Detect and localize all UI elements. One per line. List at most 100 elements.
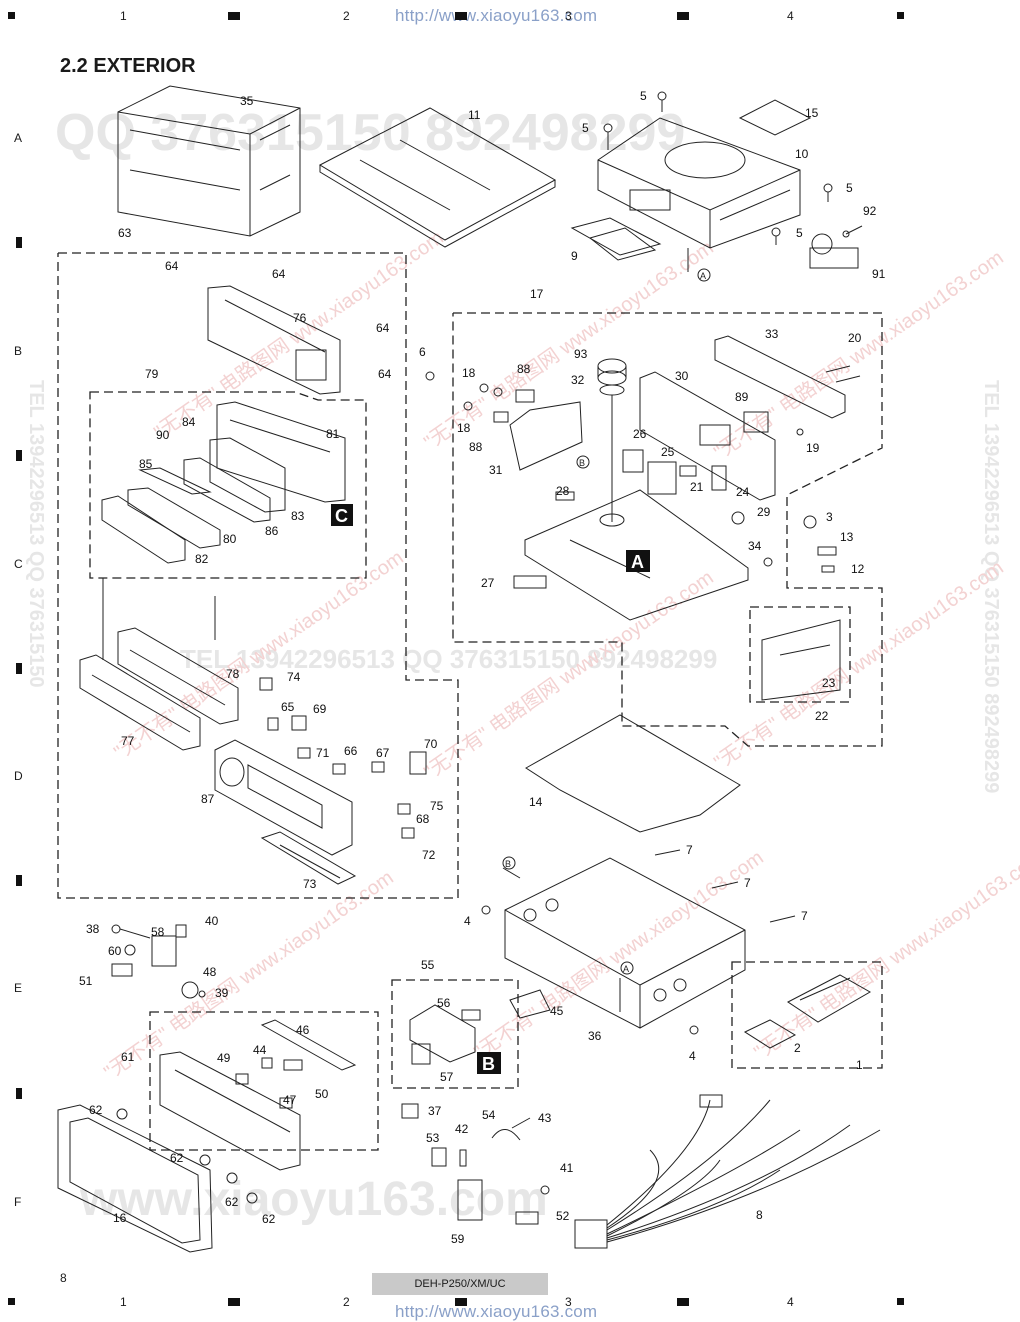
page-number: 8 [60,1271,67,1285]
callout-28: 28 [556,484,570,498]
callout-39: 39 [215,986,229,1000]
register-mark [455,12,467,20]
part-21 [679,465,697,477]
part-1-remote [787,974,872,1023]
part-93-knob [597,358,627,527]
part-44 [261,1057,273,1069]
part-30-bracket [639,371,776,501]
part-85 [138,467,212,495]
watermark-cn-1: "无不有" 电路图网 www.xiaoyu163.com [150,226,448,444]
callout-62: 62 [225,1195,239,1209]
callout-9: 9 [571,249,578,263]
part-87-front-panel [214,739,353,856]
row-marker-c: C [14,557,23,571]
callout-76: 76 [293,311,307,325]
callout-34: 34 [748,539,762,553]
callout-87: 87 [201,792,215,806]
callout-44: 44 [253,1043,267,1057]
column-marker-3: 3 [565,9,572,23]
group-1-outline [731,961,883,1069]
callout-7: 7 [686,843,693,857]
callout-80: 80 [223,532,237,546]
callout-71: 71 [316,746,330,760]
callout-84: 84 [182,415,196,429]
callout-53: 53 [426,1131,440,1145]
callout-43: 43 [538,1111,552,1125]
callout-91: 91 [872,267,886,281]
parts-37-59 [401,1103,550,1225]
callout-15: 15 [805,106,819,120]
watermark-cn-9: "无不有" 电路图网 www.xiaoyu163.com [750,846,1020,1064]
group-label-c-box [331,504,353,526]
callout-67: 67 [376,746,390,760]
group-22-outline [749,606,851,703]
callout-63: 63 [118,226,132,240]
model-number: DEH-P250/XM/UC [372,1273,548,1295]
group-label-a: A [631,552,644,572]
register-mark [228,12,240,20]
callout-35: 35 [240,94,254,108]
part-24 [711,465,727,491]
callout-66: 66 [344,744,358,758]
watermark-cn-8: "无不有" 电路图网 www.xiaoyu163.com [470,846,768,1064]
row-marker-b: B [14,344,23,358]
row-marker-f: F [14,1195,22,1209]
callout-46: 46 [296,1023,310,1037]
watermark-qq-mid: TEL 13942296513 QQ 376315150 892498299 [180,644,717,674]
callout-68: 68 [416,812,430,826]
part-27-connector [513,575,547,589]
callout-20: 20 [848,331,862,345]
callout-7: 7 [801,909,808,923]
watermark-site-bottom: www.xiaoyu163.com [79,1173,548,1226]
callout-82: 82 [195,552,209,566]
register-mark [16,875,22,886]
callout-88: 88 [517,362,531,376]
part-77-frame [79,654,201,751]
callout-32: 32 [571,373,585,387]
part-47 [279,1097,293,1109]
part-28 [555,491,575,501]
header-url[interactable]: http://www.xiaoyu163.com [395,6,598,25]
part-73-button-strip [260,831,357,885]
arrow-ref-a2-circle [620,961,634,975]
part-91-damper [809,233,859,269]
callout-90: 90 [156,428,170,442]
callout-59: 59 [451,1232,465,1246]
callout-10: 10 [795,147,809,161]
part-57-jack [411,1043,431,1065]
part-26 [622,449,644,473]
group-63-outline [57,252,459,899]
part-11-shield [318,107,557,248]
register-mark [677,12,689,20]
callout-21: 21 [690,480,704,494]
screws-18-20 [425,365,861,436]
part-12 [821,565,835,573]
callout-5: 5 [640,89,647,103]
arrow-ref-a-circle [697,268,711,282]
part-80 [127,487,221,549]
callout-51: 51 [79,974,93,988]
column-marker-1: 1 [120,9,127,23]
callout-36: 36 [588,1029,602,1043]
part-56-board [409,1004,481,1063]
callout-13: 13 [840,530,854,544]
callout-78: 78 [226,667,240,681]
callout-58: 58 [151,925,165,939]
callout-57: 57 [440,1070,454,1084]
footer-url[interactable]: http://www.xiaoyu163.com [395,1302,598,1321]
callout-29: 29 [757,505,771,519]
part-76-bracket [207,285,341,395]
callout-27: 27 [481,576,495,590]
callout-47: 47 [283,1093,297,1107]
callout-24: 24 [736,485,750,499]
part-88-transistors [493,389,535,423]
part-9-strips [570,217,662,261]
callout-8: 8 [756,1208,763,1222]
callout-62: 62 [170,1151,184,1165]
arrow-ref-b2-circle [502,856,516,870]
watermark-qq-top: QQ 376315150 892498299 [55,104,685,162]
callout-40: 40 [205,914,219,928]
callout-33: 33 [765,327,779,341]
callout-69: 69 [313,702,327,716]
